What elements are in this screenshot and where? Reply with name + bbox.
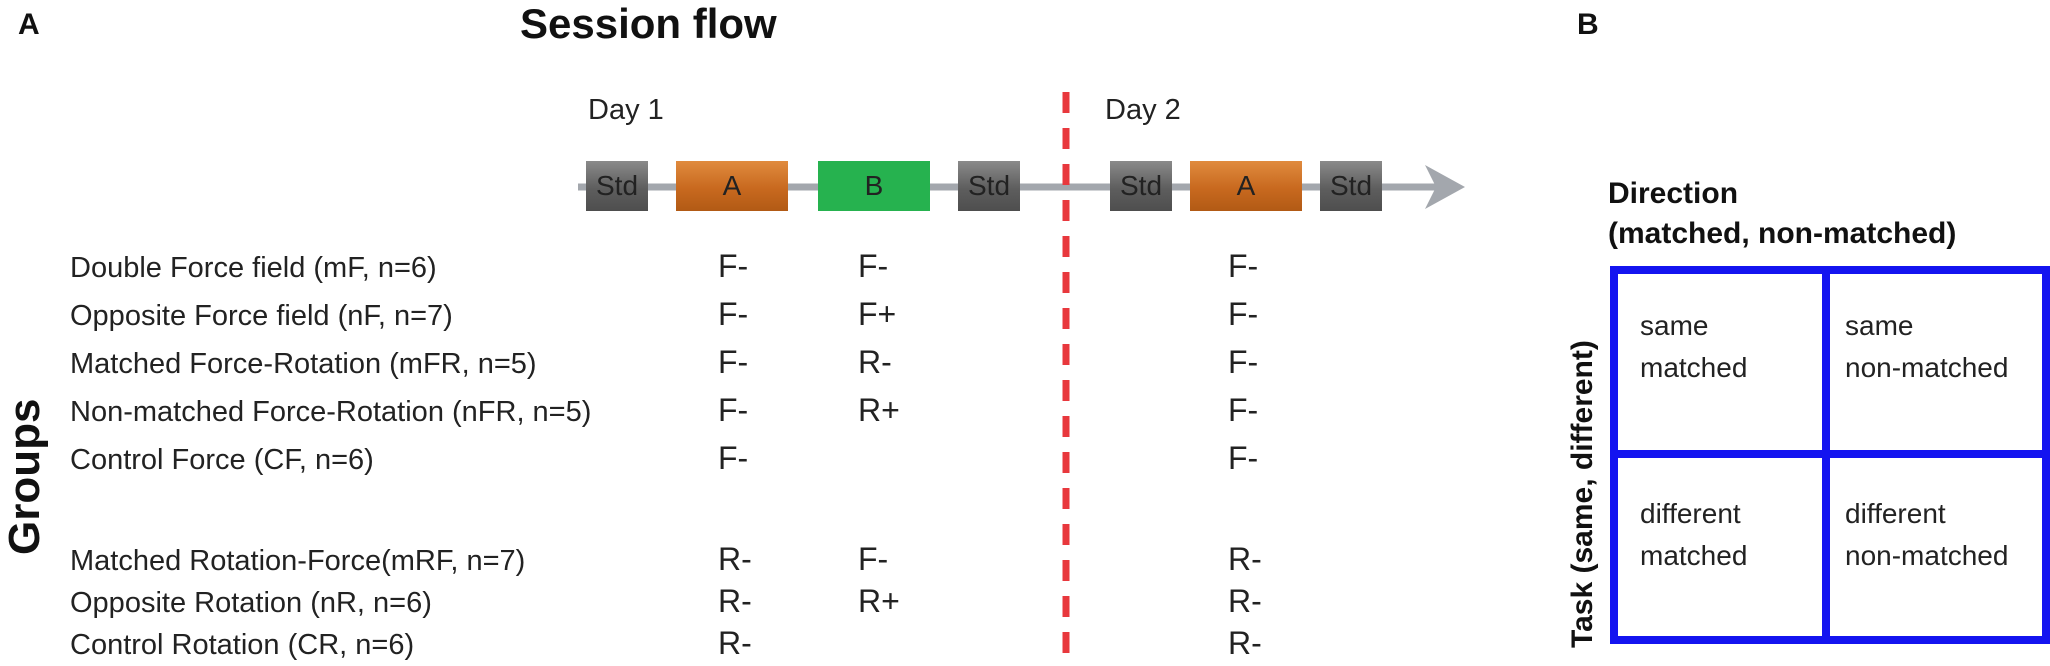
condition-b: F- bbox=[858, 248, 889, 284]
comparison-grid bbox=[1610, 266, 2050, 644]
group-label: Matched Force-Rotation (mFR, n=5) bbox=[70, 348, 537, 380]
cell-line: same bbox=[1845, 310, 1914, 341]
timeline-block-std: Std bbox=[586, 161, 648, 211]
group-label: Double Force field (mF, n=6) bbox=[70, 252, 437, 284]
condition-a: R- bbox=[718, 625, 752, 661]
condition-a: R- bbox=[718, 541, 752, 577]
condition-a: F- bbox=[718, 440, 749, 476]
cell-line: non-matched bbox=[1845, 540, 2009, 571]
timeline-arrowhead bbox=[1425, 165, 1465, 209]
condition-day2: R- bbox=[1228, 541, 1262, 577]
condition-b: R- bbox=[858, 344, 892, 380]
group-label: Control Force (CF, n=6) bbox=[70, 444, 374, 476]
condition-a: F- bbox=[718, 344, 749, 380]
timeline-block-std: Std bbox=[1110, 161, 1172, 211]
panel-a-letter: A bbox=[18, 8, 40, 41]
groups-axis-label: Groups bbox=[0, 398, 49, 555]
timeline-block-std: Std bbox=[958, 161, 1020, 211]
grid-cell-different-matched: different matched bbox=[1640, 493, 1747, 577]
condition-a: F- bbox=[718, 392, 749, 428]
condition-day2: R- bbox=[1228, 625, 1262, 661]
cell-line: matched bbox=[1640, 540, 1748, 571]
task-axis-label: Task (same, different) bbox=[1566, 340, 1599, 648]
cell-line: different bbox=[1640, 498, 1741, 529]
group-label: Control Rotation (CR, n=6) bbox=[70, 629, 415, 661]
condition-day2: F- bbox=[1228, 296, 1259, 332]
cell-line: same bbox=[1640, 310, 1709, 341]
cell-line: different bbox=[1845, 498, 1946, 529]
condition-day2: F- bbox=[1228, 344, 1259, 380]
grid-cell-same-non-matched: same non-matched bbox=[1845, 305, 2008, 389]
condition-b: F- bbox=[858, 541, 889, 577]
group-label: Opposite Rotation (nR, n=6) bbox=[70, 587, 432, 619]
condition-a: F- bbox=[718, 296, 749, 332]
group-label: Opposite Force field (nF, n=7) bbox=[70, 300, 453, 332]
timeline-block-b: B bbox=[818, 161, 930, 211]
cell-line: matched bbox=[1640, 352, 1748, 383]
day-2-label: Day 2 bbox=[1105, 94, 1181, 126]
timeline-block-a: A bbox=[1190, 161, 1302, 211]
condition-b: R+ bbox=[858, 392, 900, 428]
panel-b-letter: B bbox=[1577, 8, 1599, 41]
session-flow-title: Session flow bbox=[520, 0, 777, 47]
timeline-block-a: A bbox=[676, 161, 788, 211]
grid-cell-different-non-matched: different non-matched bbox=[1845, 493, 2008, 577]
condition-b: R+ bbox=[858, 583, 900, 619]
condition-day2: F- bbox=[1228, 248, 1259, 284]
timeline-block-std: Std bbox=[1320, 161, 1382, 211]
group-label: Non-matched Force-Rotation (nFR, n=5) bbox=[70, 396, 592, 428]
condition-a: R- bbox=[718, 583, 752, 619]
condition-day2: R- bbox=[1228, 583, 1262, 619]
condition-day2: F- bbox=[1228, 392, 1259, 428]
grid-cell-same-matched: same matched bbox=[1640, 305, 1747, 389]
condition-a: F- bbox=[718, 248, 749, 284]
cell-line: non-matched bbox=[1845, 352, 2009, 383]
direction-label-sub: (matched, non-matched) bbox=[1608, 217, 1957, 250]
condition-day2: F- bbox=[1228, 440, 1259, 476]
condition-b: F+ bbox=[858, 296, 897, 332]
group-label: Matched Rotation-Force(mRF, n=7) bbox=[70, 545, 526, 577]
direction-label: Direction bbox=[1608, 177, 1739, 210]
day-1-label: Day 1 bbox=[588, 94, 664, 126]
